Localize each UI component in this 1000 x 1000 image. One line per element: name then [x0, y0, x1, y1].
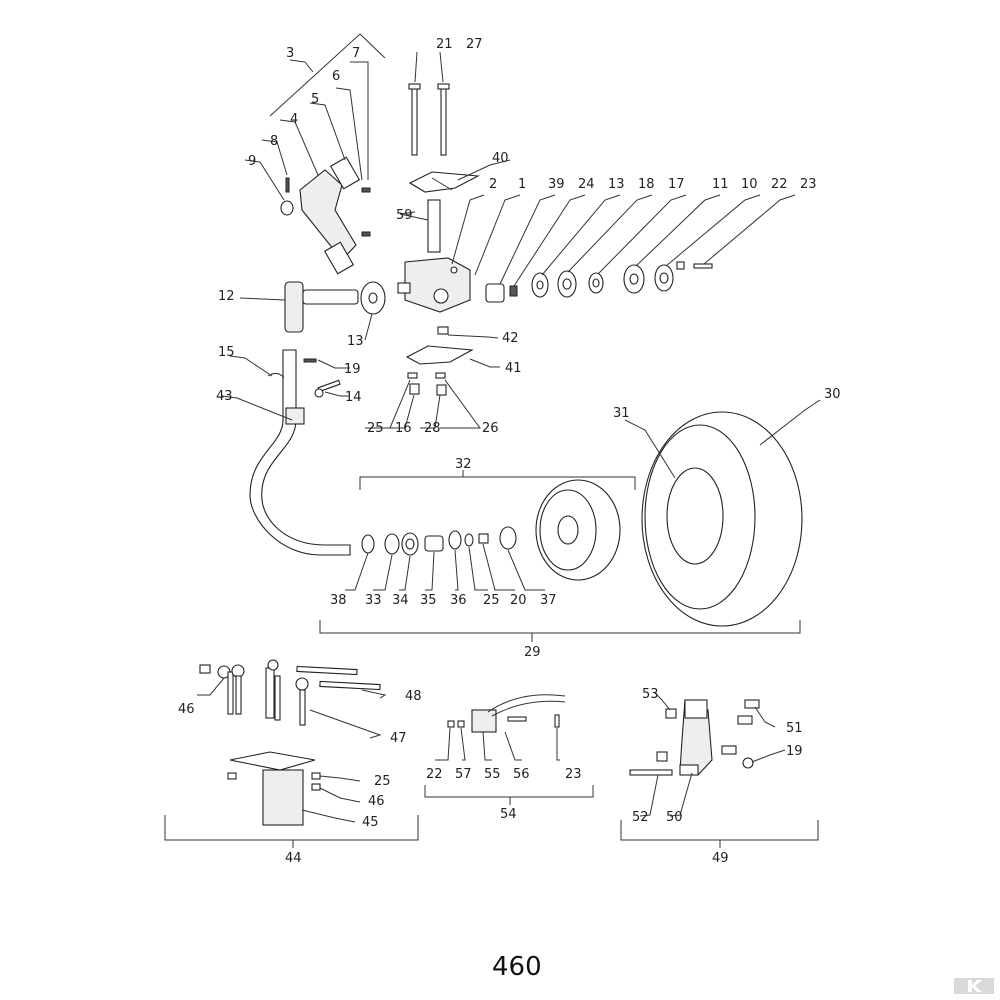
leader-lines — [197, 51, 821, 823]
callout-38: 38 — [330, 593, 347, 608]
callout-40: 40 — [492, 151, 509, 166]
callout-9: 9 — [248, 154, 256, 169]
callout-16: 16 — [395, 421, 412, 436]
callout-39: 39 — [548, 177, 565, 192]
callout-10: 10 — [741, 177, 758, 192]
callout-17: 17 — [668, 177, 685, 192]
callout-15: 15 — [218, 345, 235, 360]
callout-29: 29 — [524, 645, 541, 660]
callout-22b: 22 — [426, 767, 443, 782]
callout-42: 42 — [502, 331, 519, 346]
callout-44: 44 — [285, 851, 302, 866]
callout-33: 33 — [365, 593, 382, 608]
callout-5: 5 — [311, 92, 319, 107]
callout-11: 11 — [712, 177, 729, 192]
callout-12: 12 — [218, 289, 235, 304]
callout-19b: 19 — [786, 744, 803, 759]
callout-labels: 21 27 3 7 6 5 4 8 9 40 2 1 39 24 13 18 1… — [178, 37, 841, 866]
callout-13b: 13 — [347, 334, 364, 349]
callout-35: 35 — [420, 593, 437, 608]
callout-36: 36 — [450, 593, 467, 608]
callout-54: 54 — [500, 807, 517, 822]
callout-46a: 46 — [178, 702, 195, 717]
callout-20: 20 — [510, 593, 527, 608]
callout-46b: 46 — [368, 794, 385, 809]
callout-28: 28 — [424, 421, 441, 436]
callout-51: 51 — [786, 721, 803, 736]
part-drawings — [199, 83, 803, 826]
callout-48: 48 — [405, 689, 422, 704]
callout-18: 18 — [638, 177, 655, 192]
callout-56: 56 — [513, 767, 530, 782]
callout-52: 52 — [632, 810, 649, 825]
callout-43: 43 — [216, 389, 233, 404]
callout-1: 1 — [518, 177, 526, 192]
callout-49: 49 — [712, 851, 729, 866]
callout-53: 53 — [642, 687, 659, 702]
callout-37: 37 — [540, 593, 557, 608]
callout-55: 55 — [484, 767, 501, 782]
callout-25a: 25 — [367, 421, 384, 436]
callout-6: 6 — [332, 69, 340, 84]
callout-34: 34 — [392, 593, 409, 608]
callout-31: 31 — [613, 406, 630, 421]
callout-14: 14 — [345, 390, 362, 405]
callout-19a: 19 — [344, 362, 361, 377]
callout-2: 2 — [489, 177, 497, 192]
callout-30: 30 — [824, 387, 841, 402]
callout-23b: 23 — [565, 767, 582, 782]
callout-25b: 25 — [483, 593, 500, 608]
callout-4: 4 — [290, 112, 298, 127]
callout-57: 57 — [455, 767, 472, 782]
callout-8: 8 — [270, 134, 278, 149]
callout-25c: 25 — [374, 774, 391, 789]
callout-24: 24 — [578, 177, 595, 192]
callout-7: 7 — [352, 46, 360, 61]
callout-13a: 13 — [608, 177, 625, 192]
callout-59: 59 — [396, 208, 413, 223]
callout-21: 21 — [436, 37, 453, 52]
page-number: 460 — [492, 952, 542, 982]
callout-22a: 22 — [771, 177, 788, 192]
brand-logo-icon — [954, 978, 994, 994]
callout-47: 47 — [390, 731, 407, 746]
callout-3: 3 — [286, 46, 294, 61]
callout-45: 45 — [362, 815, 379, 830]
group-brackets — [164, 33, 819, 848]
callout-26: 26 — [482, 421, 499, 436]
callout-41: 41 — [505, 361, 522, 376]
callout-50: 50 — [666, 810, 683, 825]
callout-23a: 23 — [800, 177, 817, 192]
callout-32: 32 — [455, 457, 472, 472]
callout-27: 27 — [466, 37, 483, 52]
